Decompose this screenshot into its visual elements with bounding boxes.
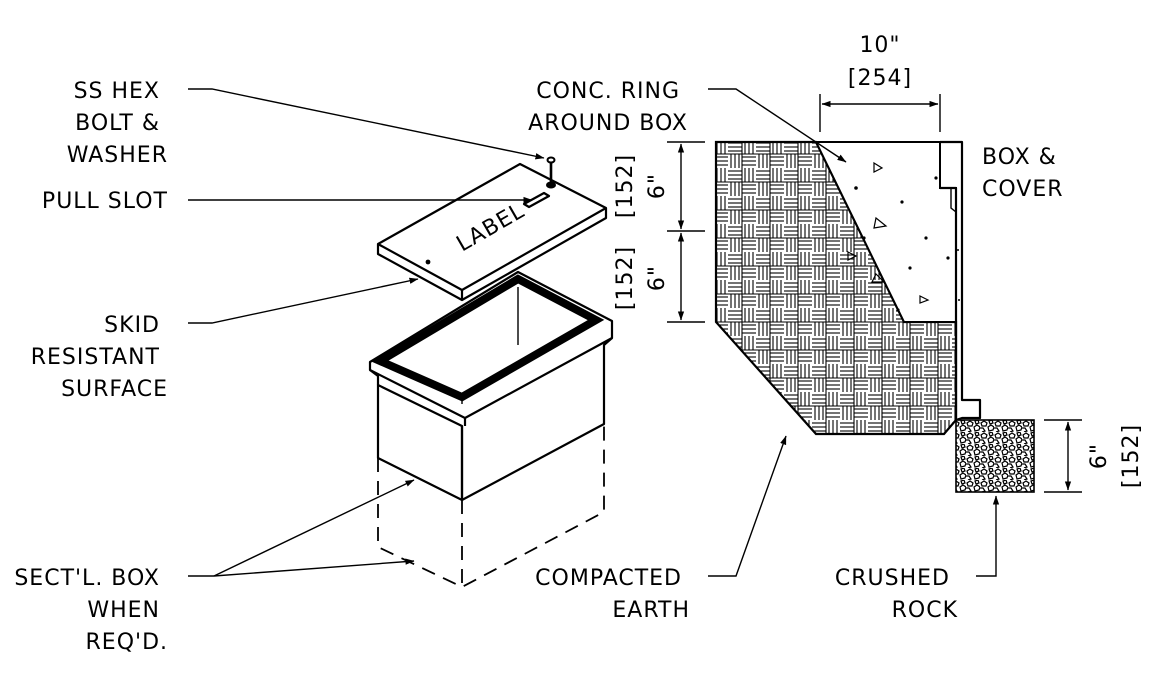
dim-rock-imperial: 6" [1087,443,1112,469]
dim-upper-metric: [152] [613,154,638,218]
box-left-face [376,383,464,502]
box-right-face [460,353,606,502]
label-box-cover: BOX & COVER [982,145,1065,202]
label-skid-resistant-surface: SKID RESISTANT SURFACE [31,313,168,402]
cover-label-text: LABEL [453,199,530,258]
leader-sectl-box-lower [213,558,415,577]
dim-width-imperial: 10" [859,33,900,58]
leader-conc-ring [708,88,847,163]
box-cover: LABEL [376,156,608,302]
dim-rock-metric: [152] [1119,424,1144,488]
dimension-width-top: 10" [254] [819,33,941,132]
leader-skid-resistant [188,277,419,324]
dim-width-metric: [254] [848,66,912,91]
label-pull-slot: PULL SLOT [42,189,168,214]
sectional-box-dashed [377,424,605,589]
leader-sectl-box-upper [213,479,415,577]
dimension-rock: 6" [152] [1044,419,1144,493]
hex-bolt-icon [546,156,556,189]
dim-lower-imperial: 6" [645,265,670,291]
right-callouts: CONC. RING AROUND BOX BOX & COVER COMPAC… [528,79,1065,623]
label-compacted-earth: COMPACTED EARTH [535,566,690,623]
section-view [714,140,1035,493]
leader-compacted-earth [708,435,787,577]
label-ss-hex-bolt: SS HEX BOLT & WASHER [67,79,168,168]
pull-slot-icon [522,191,551,209]
concrete-aggregate [847,161,950,312]
label-crushed-rock: CRUSHED ROCK [835,566,958,623]
cover-hole-icon [425,259,431,265]
box-wall [940,140,982,422]
dim-lower-metric: [152] [613,246,638,310]
isometric-box: LABEL [368,156,614,589]
box-opening-rim [371,274,605,402]
label-sectl-box: SECT'L. BOX WHEN REQ'D. [14,566,168,655]
leader-crushed-rock [976,495,1000,577]
label-conc-ring: CONC. RING AROUND BOX [528,79,688,136]
leader-ss-hex-bolt [188,88,545,160]
crushed-rock-hatch [955,419,1035,493]
dimension-upper-lower: [152] 6" [152] 6" [613,141,705,323]
left-callouts: SS HEX BOLT & WASHER PULL SLOT SKID RESI… [14,79,545,655]
dim-upper-imperial: 6" [645,173,670,199]
